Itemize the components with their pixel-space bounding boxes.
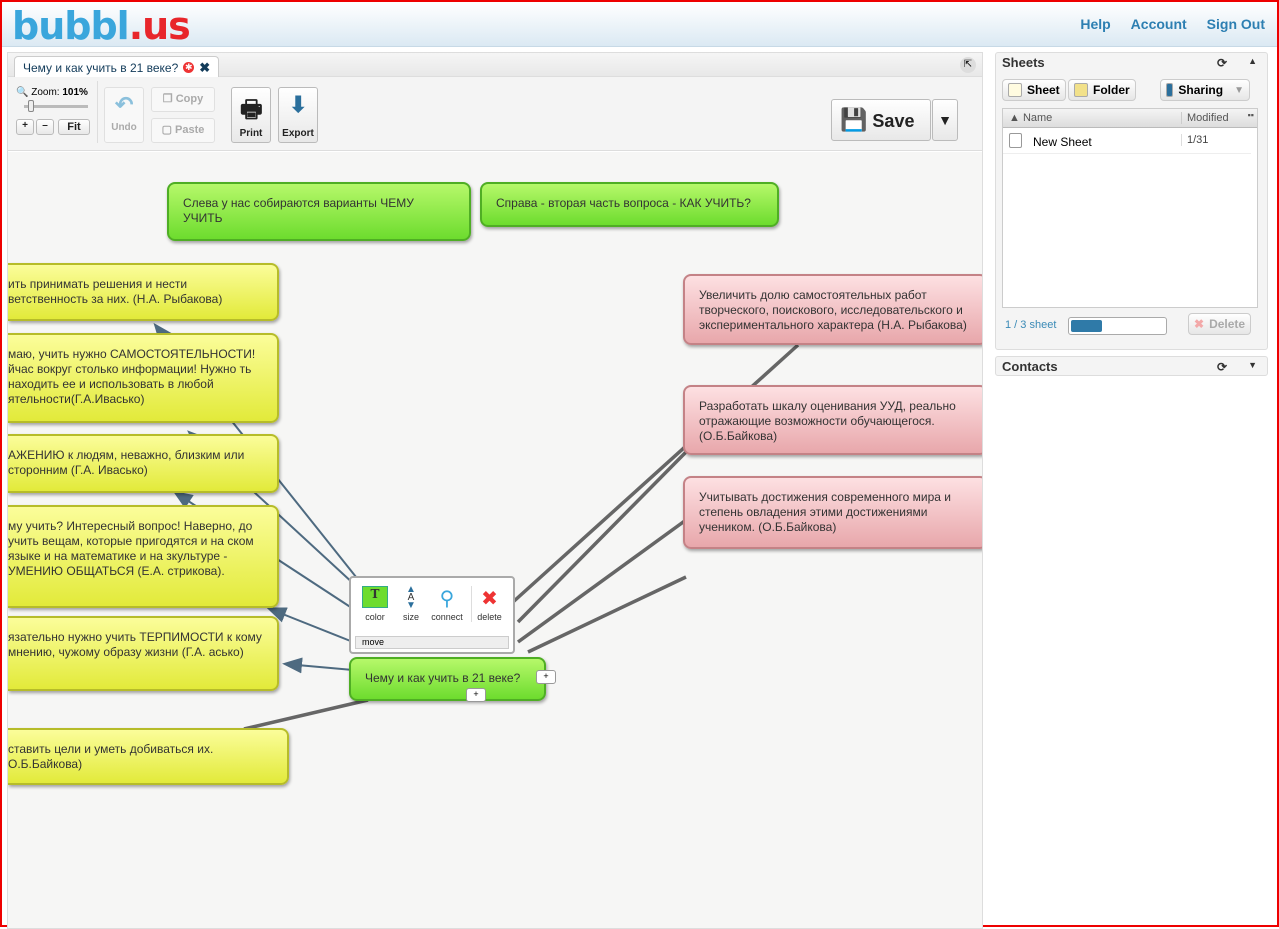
new-sheet-icon: [1008, 83, 1022, 97]
zoom-in-button[interactable]: +: [16, 119, 34, 135]
central-node[interactable]: Чему и как учить в 21 веке?: [349, 657, 546, 701]
connector: [516, 518, 688, 644]
mindmap-node[interactable]: Справа - вторая часть вопроса - КАК УЧИТ…: [480, 182, 779, 227]
editor-pane: Чему и как учить в 21 веке? ✱ ✖ ⇱ 🔍 Zoom…: [7, 52, 983, 929]
mindmap-node[interactable]: Слева у нас собираются варианты ЧЕМУ УЧИ…: [167, 182, 471, 241]
mindmap-node[interactable]: Увеличить долю самостоятельных работ тво…: [683, 274, 982, 345]
mindmap-node[interactable]: Учитывать достижения современного мира и…: [683, 476, 982, 549]
sign-out-link[interactable]: Sign Out: [1206, 16, 1265, 32]
mindmap-node[interactable]: ставить цели и уметь добиваться их. О.Б.…: [8, 728, 289, 785]
name-column-header[interactable]: ▲ Name: [1009, 112, 1053, 124]
move-handle[interactable]: move: [355, 636, 509, 649]
mindmap-node[interactable]: АЖЕНИЮ к людям, неважно, близким или сто…: [8, 434, 279, 493]
connect-icon: ⚲: [439, 588, 455, 610]
sharing-button[interactable]: Sharing▼: [1160, 79, 1250, 101]
copy-icon: ❐: [162, 93, 173, 105]
refresh-icon[interactable]: ⟳: [1216, 360, 1227, 374]
connector: [511, 343, 800, 604]
mindmap-node[interactable]: ить принимать решения и нести ветственно…: [8, 263, 279, 321]
fit-button[interactable]: Fit: [58, 119, 90, 135]
delete-sheet-button[interactable]: ✖Delete: [1188, 313, 1252, 335]
new-sheet-button[interactable]: Sheet: [1002, 79, 1066, 101]
mindmap-canvas[interactable]: Слева у нас собираются варианты ЧЕМУ УЧИ…: [8, 152, 982, 928]
connector: [527, 575, 687, 654]
paste-button[interactable]: ▢ Paste: [151, 118, 215, 143]
tab-title: Чему и как учить в 21 веке?: [23, 60, 179, 75]
sheets-title: Sheets: [1002, 55, 1045, 70]
sheets-table: ▲ Name Modified ▪▪ New Sheet 1/31: [1002, 108, 1258, 308]
logo[interactable]: bubbl.us: [12, 4, 191, 48]
modified-icon: ✱: [183, 62, 195, 73]
save-icon: 💾: [840, 107, 868, 132]
account-link[interactable]: Account: [1130, 16, 1187, 32]
undo-icon: ↶: [115, 92, 134, 117]
delete-icon: ✖: [481, 588, 498, 610]
columns-icon[interactable]: ▪▪: [1247, 110, 1254, 120]
connector: [243, 698, 369, 731]
connector: [282, 657, 354, 674]
delete-icon: ✖: [1194, 317, 1205, 331]
new-folder-button[interactable]: Folder: [1068, 79, 1136, 101]
mindmap-node[interactable]: язательно нужно учить ТЕРПИМОСТИ к кому …: [8, 616, 279, 691]
toolbar: 🔍 Zoom: 101% + – Fit ↶Undo ❐ Copy ▢ Past…: [8, 77, 982, 151]
zoom-out-button[interactable]: –: [36, 119, 54, 135]
font-size-icon: ▲A▼: [406, 584, 416, 611]
sheet-count: 1 / 3 sheet: [1005, 319, 1057, 331]
delete-button[interactable]: ✖delete: [471, 586, 507, 622]
size-button[interactable]: ▲A▼size: [393, 584, 429, 623]
collapse-icon[interactable]: ⇱: [960, 57, 976, 73]
add-sibling-icon[interactable]: +: [536, 670, 556, 684]
mindmap-node[interactable]: Разработать шкалу оценивания УУД, реальн…: [683, 385, 982, 455]
sharing-icon: [1166, 83, 1174, 97]
undo-button[interactable]: ↶Undo: [104, 87, 144, 143]
contacts-title: Contacts: [1002, 359, 1058, 374]
connect-button[interactable]: ⚲connect: [429, 586, 465, 622]
modified-column-header[interactable]: Modified: [1181, 112, 1229, 124]
text-color-icon: T: [362, 586, 388, 608]
quota-bar: [1068, 317, 1167, 335]
save-menu-button[interactable]: ▼: [932, 99, 958, 141]
copy-button[interactable]: ❐ Copy: [151, 87, 215, 112]
export-icon: ⬇: [289, 92, 308, 117]
sheets-panel: Sheets ⟳ ▲ Sheet Folder Sharing▼ ▲ Name …: [995, 52, 1268, 350]
printer-icon: 🖶: [240, 96, 263, 123]
refresh-icon[interactable]: ⟳: [1216, 56, 1227, 70]
app-header: bubbl.us Help Account Sign Out: [2, 2, 1277, 48]
zoom-value: 101%: [62, 87, 88, 98]
collapse-up-icon[interactable]: ▲: [1248, 56, 1257, 66]
sheet-row[interactable]: New Sheet 1/31: [1003, 128, 1251, 154]
help-link[interactable]: Help: [1080, 16, 1111, 32]
file-icon: [1009, 133, 1022, 148]
print-button[interactable]: 🖶Print: [231, 87, 271, 143]
close-icon[interactable]: ✖: [199, 59, 211, 75]
mindmap-node[interactable]: му учить? Интересный вопрос! Наверно, до…: [8, 505, 279, 608]
connector: [266, 607, 354, 643]
tab-document[interactable]: Чему и как учить в 21 веке? ✱ ✖: [14, 56, 220, 78]
sidebar: Sheets ⟳ ▲ Sheet Folder Sharing▼ ▲ Name …: [995, 52, 1268, 376]
zoom-slider[interactable]: [24, 100, 88, 112]
save-button[interactable]: 💾 Save: [831, 99, 931, 141]
chevron-down-icon: ▼: [1234, 84, 1244, 96]
contacts-panel: Contacts ⟳ ▼: [995, 356, 1268, 376]
expand-down-icon[interactable]: ▼: [1248, 360, 1257, 370]
mindmap-node[interactable]: маю, учить нужно САМОСТОЯТЕЛЬНОСТИ! йчас…: [8, 333, 279, 423]
connector: [516, 450, 688, 624]
zoom-label: 🔍 Zoom: 101%: [16, 87, 88, 98]
export-button[interactable]: ⬇Export: [278, 87, 318, 143]
folder-icon: [1074, 83, 1088, 97]
paste-icon: ▢: [161, 124, 172, 136]
add-child-icon[interactable]: +: [466, 688, 486, 702]
